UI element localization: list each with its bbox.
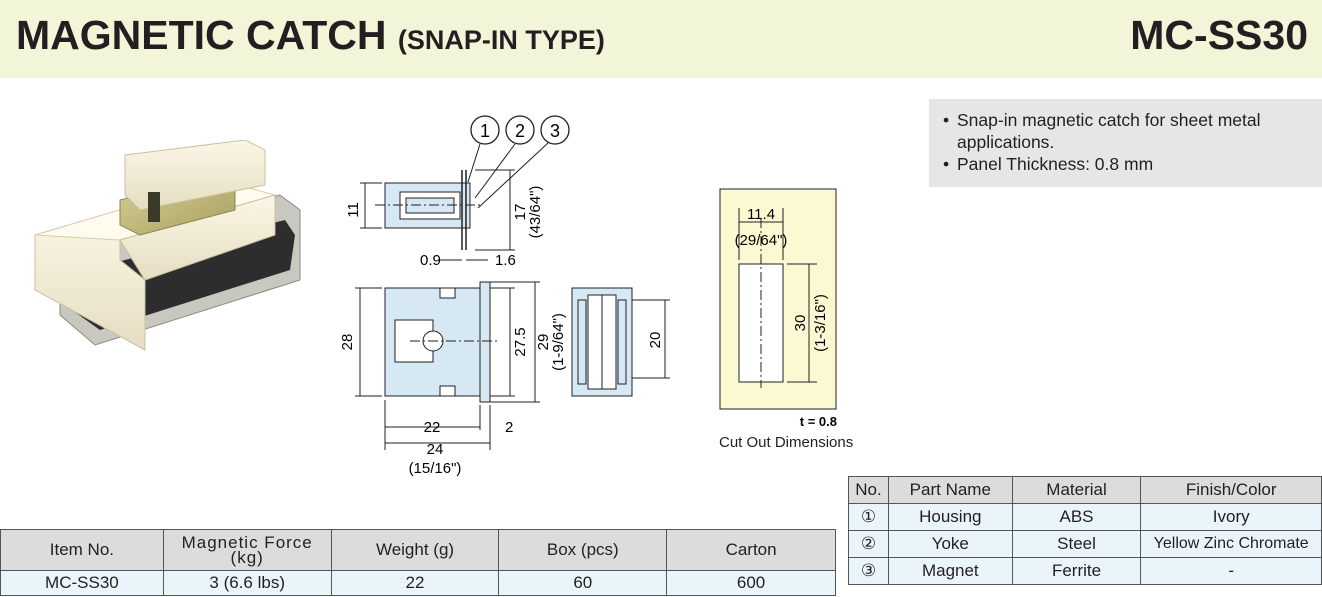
parts-cell-finish: - (1140, 557, 1322, 585)
dim-front-w-total-in: (15/16") (409, 460, 462, 477)
table-row: ② Yoke Steel Yellow Zinc Chromate (848, 530, 1322, 558)
spec-header-weight: Weight (g) (330, 529, 500, 571)
dim-end-h: 20 (647, 332, 664, 349)
dim-cut-w-in: (29/64") (735, 232, 788, 249)
parts-header-name: Part Name (887, 476, 1013, 504)
feature-item: Panel Thickness: 0.8 mm (929, 153, 1322, 175)
spec-cell-carton: 600 (666, 570, 836, 596)
parts-cell-finish: Yellow Zinc Chromate (1140, 530, 1322, 558)
page-title: MAGNETIC CATCH (SNAP-IN TYPE) (16, 12, 605, 59)
dim-cut-h: 30 (792, 315, 809, 332)
callout-3-label: 3 (550, 121, 560, 141)
feature-item: Snap-in magnetic catch for sheet metal a… (929, 109, 1322, 153)
parts-header-material: Material (1011, 476, 1142, 504)
spec-cell-weight: 22 (330, 570, 500, 596)
dim-side-h1: 11 (345, 202, 362, 218)
spec-table: Item No. Magnetic Force (kg) Weight (g) … (0, 529, 836, 596)
dim-front-h-outer-in: (1-9/64") (550, 313, 567, 371)
parts-cell-material: Steel (1011, 530, 1142, 558)
dim-front-w-inner: 22 (424, 419, 441, 436)
feature-list: Snap-in magnetic catch for sheet metal a… (929, 99, 1322, 187)
model-number: MC-SS30 (1130, 12, 1308, 58)
callout-2 (505, 115, 535, 145)
callout-2-label: 2 (515, 121, 525, 141)
parts-header-finish: Finish/Color (1140, 476, 1322, 504)
spec-header-force-label: Magnetic Force (181, 533, 313, 552)
front-view (384, 281, 500, 403)
spec-header-box: Box (pcs) (498, 529, 668, 571)
spec-header-carton: Carton (666, 529, 836, 571)
parts-cell-material: Ferrite (1011, 557, 1142, 585)
dim-cut-thickness: t = 0.8 (800, 414, 837, 429)
spec-header-item: Item No. (0, 529, 164, 571)
slot (148, 192, 160, 222)
spec-header-row: Item No. Magnetic Force (kg) Weight (g) … (0, 529, 836, 571)
title-sub: (SNAP-IN TYPE) (397, 25, 605, 55)
spec-cell-box: 60 (498, 570, 668, 596)
spec-cell-force: 3 (6.6 lbs) (162, 570, 332, 596)
spec-cell-item: MC-SS30 (0, 570, 164, 596)
side-view (375, 170, 480, 250)
parts-cell-no: ③ (848, 557, 889, 585)
parts-cell-name: Magnet (887, 557, 1013, 585)
parts-cell-material: ABS (1011, 503, 1142, 531)
dim-front-w-total: 24 (427, 441, 444, 458)
dim-side-h2-in: (43/64") (527, 186, 544, 239)
dim-side-w2: 1.6 (495, 252, 516, 269)
dim-front-h-outer: 29 (535, 334, 552, 351)
parts-cell-name: Housing (887, 503, 1013, 531)
parts-table: No. Part Name Material Finish/Color ① Ho… (848, 476, 1322, 585)
dim-side-w1: 0.9 (420, 252, 441, 269)
dim-cut-h-in: (1-3/16") (812, 294, 829, 352)
dim-side-h2: 17 (512, 204, 529, 221)
table-row: MC-SS30 3 (6.6 lbs) 22 60 600 (0, 570, 836, 596)
table-row: ③ Magnet Ferrite - (848, 557, 1322, 585)
dim-front-h-total: 28 (340, 334, 356, 351)
callout-1 (470, 115, 500, 145)
spec-header-force-unit: (kg) (230, 548, 264, 567)
product-photo (34, 140, 301, 351)
table-row: ① Housing ABS Ivory (848, 503, 1322, 531)
parts-header-row: No. Part Name Material Finish/Color (848, 476, 1322, 504)
parts-cell-finish: Ivory (1140, 503, 1322, 531)
callout-group: 1 2 3 (470, 115, 570, 145)
end-view (571, 287, 633, 397)
dim-front-h-inner: 27.5 (512, 327, 529, 356)
title-main: MAGNETIC CATCH (16, 12, 387, 58)
callout-1-label: 1 (480, 121, 490, 141)
dim-cut-w: 11.4 (747, 206, 775, 223)
dim-front-w-gap: 2 (505, 419, 513, 436)
callout-3 (540, 115, 570, 145)
header-band: MAGNETIC CATCH (SNAP-IN TYPE) MC-SS30 (0, 0, 1322, 78)
technical-drawing: 1 2 3 11 17 (43/64") 0.9 1.6 (340, 115, 670, 477)
parts-header-no: No. (848, 476, 889, 504)
parts-cell-no: ① (848, 503, 889, 531)
cutout-drawing: 11.4 (29/64") 30 (1-3/16") t = 0.8 (719, 188, 837, 429)
spec-header-force: Magnetic Force (kg) (162, 529, 332, 571)
parts-cell-name: Yoke (887, 530, 1013, 558)
parts-cell-no: ② (848, 530, 889, 558)
cutout-label: Cut Out Dimensions (719, 434, 854, 451)
